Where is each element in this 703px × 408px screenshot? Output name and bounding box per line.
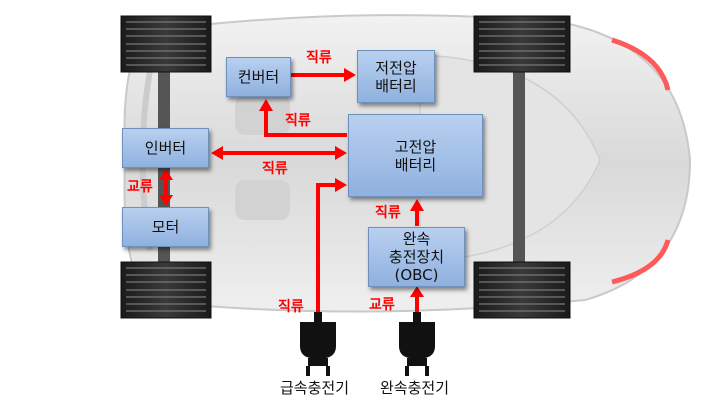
low-voltage-battery-label-line1: 저전압	[375, 58, 417, 77]
tire-front-top	[473, 15, 571, 73]
slow-charger-plug-icon	[399, 312, 435, 376]
arrow-fast-charge	[316, 183, 336, 318]
tire-front-bottom	[473, 261, 571, 319]
arrowhead	[410, 199, 424, 211]
flow-label-inverter-motor: 교류	[127, 179, 153, 195]
arrowhead	[259, 99, 273, 111]
inverter-label: 인버터	[144, 139, 187, 157]
obc-label-line2: 충전장치	[388, 248, 445, 266]
converter-label: 컨버터	[237, 68, 280, 86]
fast-charger-caption: 급속충전기	[280, 379, 350, 397]
arrowhead	[335, 178, 347, 192]
low-voltage-battery-box: 저전압 배터리	[357, 50, 435, 103]
tail-light	[611, 37, 671, 91]
seat	[235, 95, 290, 135]
fast-charger-plug-icon	[300, 312, 336, 376]
slow-charger-caption: 완속충전기	[380, 379, 450, 397]
arrowhead	[211, 146, 223, 160]
flow-label-inverter-hv: 직류	[262, 161, 288, 177]
obc-label-line1: 완속	[402, 230, 431, 248]
tire-rear-top	[120, 15, 212, 73]
high-voltage-battery-label-line1: 고전압	[394, 137, 437, 156]
motor-label: 모터	[151, 218, 180, 236]
flow-label-fast-charge: 직류	[278, 299, 304, 315]
flow-label-hv-to-converter: 직류	[285, 113, 311, 129]
inverter-box: 인버터	[122, 128, 209, 168]
tire-rear-bottom	[120, 261, 212, 319]
flow-label-converter-to-lv: 직류	[306, 50, 332, 66]
arrowhead	[159, 195, 173, 206]
arrowhead	[410, 286, 424, 297]
high-voltage-battery-box: 고전압 배터리	[348, 114, 483, 197]
seat	[235, 180, 290, 220]
flow-label-obc-to-hv: 직류	[375, 205, 401, 221]
converter-box: 컨버터	[226, 57, 291, 97]
tail-light	[611, 239, 671, 285]
obc-label-line3: (OBC)	[394, 266, 439, 284]
arrowhead	[344, 68, 356, 82]
arrow-hv-to-converter	[264, 110, 347, 137]
low-voltage-battery-label-line2: 배터리	[375, 76, 417, 95]
flow-label-slow-charge: 교류	[369, 297, 395, 313]
arrowhead	[159, 169, 173, 180]
arrowhead	[335, 146, 347, 160]
obc-box: 완속 충전장치 (OBC)	[368, 227, 465, 287]
front-axle	[513, 60, 525, 265]
motor-box: 모터	[122, 207, 209, 247]
high-voltage-battery-label-line2: 배터리	[394, 155, 437, 174]
